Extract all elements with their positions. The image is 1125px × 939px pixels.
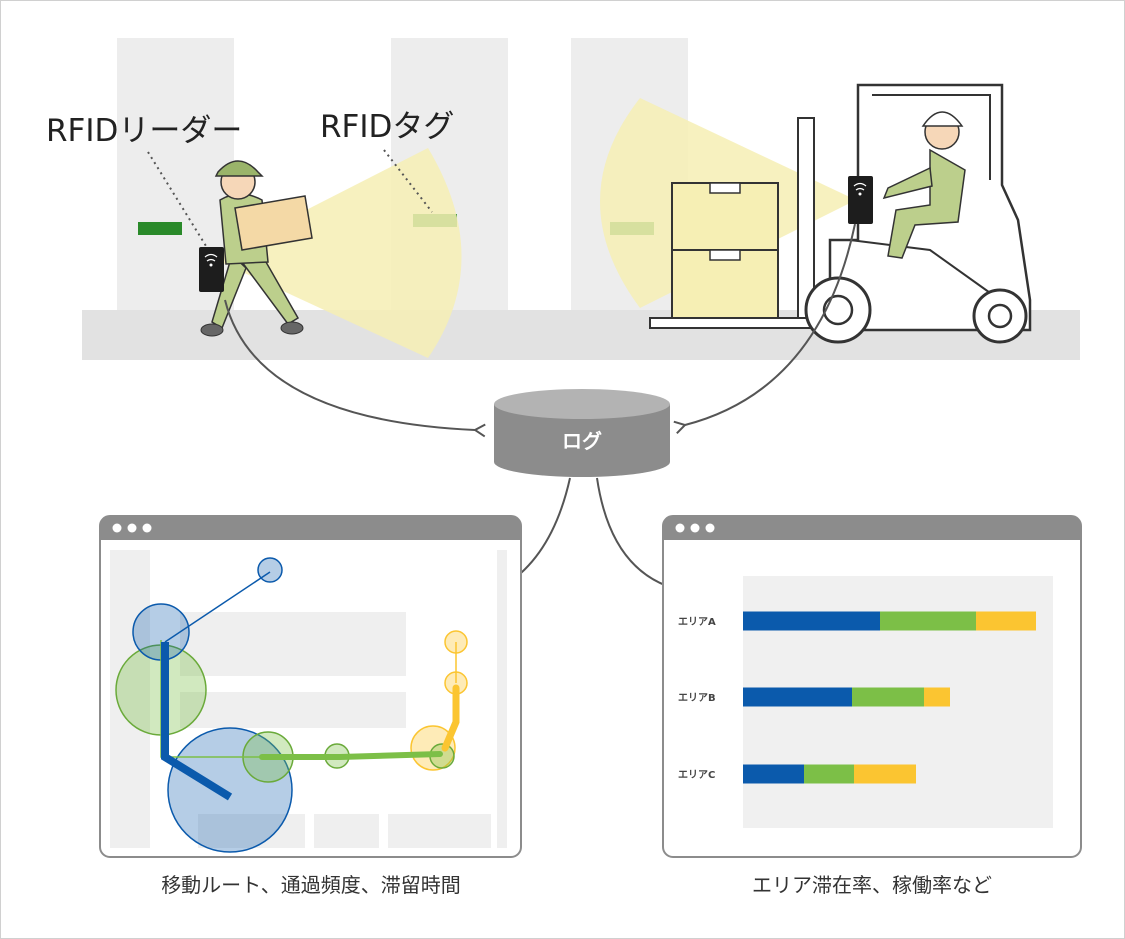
leader-line-reader — [147, 151, 207, 247]
window-dot — [112, 523, 122, 533]
rfid-tag-1 — [138, 222, 182, 235]
warehouse-scene: RFIDリーダー RFIDタグ — [46, 38, 1080, 360]
log-label: ログ — [562, 429, 602, 453]
window-titlebar — [663, 516, 1081, 540]
crate-bottom — [671, 249, 779, 319]
area-chart-window: エリアA エリアB エリアC — [662, 515, 1082, 858]
bar-segment — [743, 611, 880, 631]
route-map-window — [99, 515, 522, 858]
label-rfid-tag: RFIDタグ — [320, 109, 454, 145]
category-label: エリアA — [678, 616, 716, 628]
category-label: エリアB — [678, 692, 716, 704]
rfid-reader-mounted — [848, 176, 873, 224]
route-line-blue-thin — [164, 571, 271, 643]
bar-segment — [852, 687, 924, 707]
bar-segment — [743, 764, 804, 784]
forklift-illustration — [649, 83, 1032, 344]
log-database: ログ — [494, 389, 670, 477]
arrow-reader-to-log — [224, 299, 486, 438]
caption-route-analysis: 移動ルート、通過頻度、滞留時間 — [161, 873, 461, 897]
reader-beam-worker — [212, 148, 462, 358]
window-dot — [675, 523, 685, 533]
worker-illustration — [199, 160, 313, 337]
window-dot — [690, 523, 700, 533]
bar-segment — [880, 611, 976, 631]
category-label: エリアC — [678, 769, 715, 781]
rfid-reader-handheld — [199, 247, 224, 292]
route-line-yellow — [441, 684, 460, 752]
flow-arrows — [224, 223, 856, 612]
bar-segment — [804, 764, 854, 784]
route-line-green — [259, 751, 443, 760]
caption-area-analysis: エリア滞在率、稼働率など — [752, 873, 992, 897]
carried-box — [234, 195, 313, 251]
bar-segment — [976, 611, 1036, 631]
window-titlebar — [100, 516, 521, 540]
crate-top — [671, 182, 779, 251]
arrow-forklift-to-log — [673, 223, 856, 435]
bar-segment — [924, 687, 950, 707]
leader-line-tag — [383, 149, 433, 213]
route-line-blue — [161, 642, 233, 801]
label-rfid-reader: RFIDリーダー — [46, 113, 242, 149]
window-dot — [127, 523, 137, 533]
stacked-bar-chart: エリアA エリアB エリアC — [678, 611, 1036, 784]
window-dot — [705, 523, 715, 533]
bar-segment — [743, 687, 852, 707]
bar-segment — [854, 764, 916, 784]
window-dot — [142, 523, 152, 533]
